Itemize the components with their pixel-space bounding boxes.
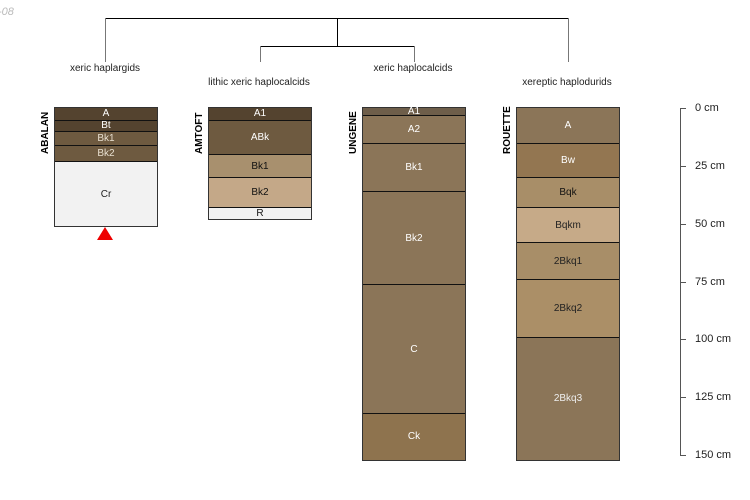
horizon-label: 2Bkq3 bbox=[553, 393, 583, 405]
horizon: ABk bbox=[209, 119, 311, 155]
axis-tick bbox=[680, 455, 686, 456]
axis-tick bbox=[680, 397, 686, 399]
horizon: A2 bbox=[363, 114, 465, 143]
horizon: Bk1 bbox=[363, 142, 465, 192]
taxon-label: lithic xeric haplocalcids bbox=[208, 77, 310, 88]
horizon-label: Bk1 bbox=[97, 133, 115, 145]
corner-label: -08 bbox=[0, 6, 14, 18]
horizon-label: Bt bbox=[101, 120, 111, 132]
horizon: A bbox=[517, 108, 619, 143]
horizon: Bk2 bbox=[363, 191, 465, 284]
horizon: Bw bbox=[517, 142, 619, 178]
axis-tick bbox=[680, 339, 686, 341]
taxon-label: xereptic haplodurids bbox=[522, 77, 612, 88]
horizon: R bbox=[209, 207, 311, 219]
axis-tick-label: 0 cm bbox=[695, 102, 719, 114]
horizon: 2Bkq1 bbox=[517, 242, 619, 280]
horizon-label: C bbox=[410, 343, 418, 355]
horizon-label: Ck bbox=[407, 431, 421, 443]
profile-name: UNGENE bbox=[348, 111, 359, 154]
horizon-label: A2 bbox=[407, 123, 421, 135]
dendrogram-branch bbox=[260, 46, 261, 62]
horizon-label: A bbox=[564, 119, 572, 131]
horizon: Ck bbox=[363, 413, 465, 460]
taxon-label: xeric haplocalcids bbox=[373, 63, 453, 74]
horizon-label: Bk1 bbox=[251, 160, 269, 172]
profile-name: AMTOFT bbox=[194, 112, 205, 154]
axis-tick bbox=[680, 108, 686, 109]
horizon: Bk2 bbox=[209, 177, 311, 208]
axis-tick-label: 75 cm bbox=[695, 275, 725, 288]
horizon-label: Bw bbox=[561, 155, 575, 167]
axis-tick-label: 50 cm bbox=[695, 217, 725, 230]
horizon-label: 2Bkq1 bbox=[553, 255, 583, 267]
horizon: 2Bkq3 bbox=[517, 337, 619, 460]
horizon-label: 2Bkq2 bbox=[553, 303, 583, 315]
profile-name: ROUETTE bbox=[502, 106, 513, 154]
axis-tick-label: 125 cm bbox=[695, 391, 732, 404]
horizon-label: Bk2 bbox=[405, 232, 423, 244]
dendrogram-branch bbox=[568, 18, 569, 62]
horizon: C bbox=[363, 283, 465, 414]
horizon-label: Bk2 bbox=[97, 148, 115, 160]
horizon-label: Bk1 bbox=[405, 161, 423, 173]
horizon-label: A bbox=[102, 108, 110, 120]
axis-tick bbox=[680, 165, 686, 167]
axis-tick-label: 100 cm bbox=[695, 333, 732, 346]
lithic-contact-marker-icon bbox=[97, 226, 113, 240]
axis-tick bbox=[680, 281, 686, 283]
horizon: Bqk bbox=[517, 177, 619, 208]
horizon-label: ABk bbox=[250, 131, 270, 143]
horizon: Cr bbox=[55, 161, 157, 226]
horizon: A1 bbox=[209, 108, 311, 120]
taxon-label: xeric haplargids bbox=[69, 63, 141, 74]
axis-tick-label: 25 cm bbox=[695, 159, 725, 172]
horizon: Bk1 bbox=[55, 131, 157, 145]
horizon: Bk1 bbox=[209, 154, 311, 178]
horizon-label: Cr bbox=[100, 188, 112, 200]
horizon: A1 bbox=[363, 105, 465, 117]
horizon: Bt bbox=[55, 119, 157, 132]
axis-tick-label: 150 cm bbox=[695, 449, 732, 461]
dendrogram-branch bbox=[337, 18, 338, 47]
dendrogram-branch bbox=[105, 18, 106, 62]
axis-tick bbox=[680, 223, 686, 225]
dendrogram-subbar bbox=[260, 46, 415, 47]
dendrogram-branch bbox=[414, 46, 415, 62]
horizon-label: Bk2 bbox=[251, 187, 269, 199]
profile-name: ABALAN bbox=[40, 111, 51, 154]
horizon-label: Bqk bbox=[559, 187, 577, 199]
horizon-label: Bqkm bbox=[555, 219, 581, 231]
horizon: 2Bkq2 bbox=[517, 279, 619, 337]
horizon-label: A1 bbox=[253, 108, 267, 120]
horizon-label: R bbox=[256, 208, 264, 220]
horizon-label: A1 bbox=[407, 105, 421, 117]
horizon: Bqkm bbox=[517, 207, 619, 243]
horizon: Bk2 bbox=[55, 145, 157, 162]
horizon: A bbox=[55, 108, 157, 120]
